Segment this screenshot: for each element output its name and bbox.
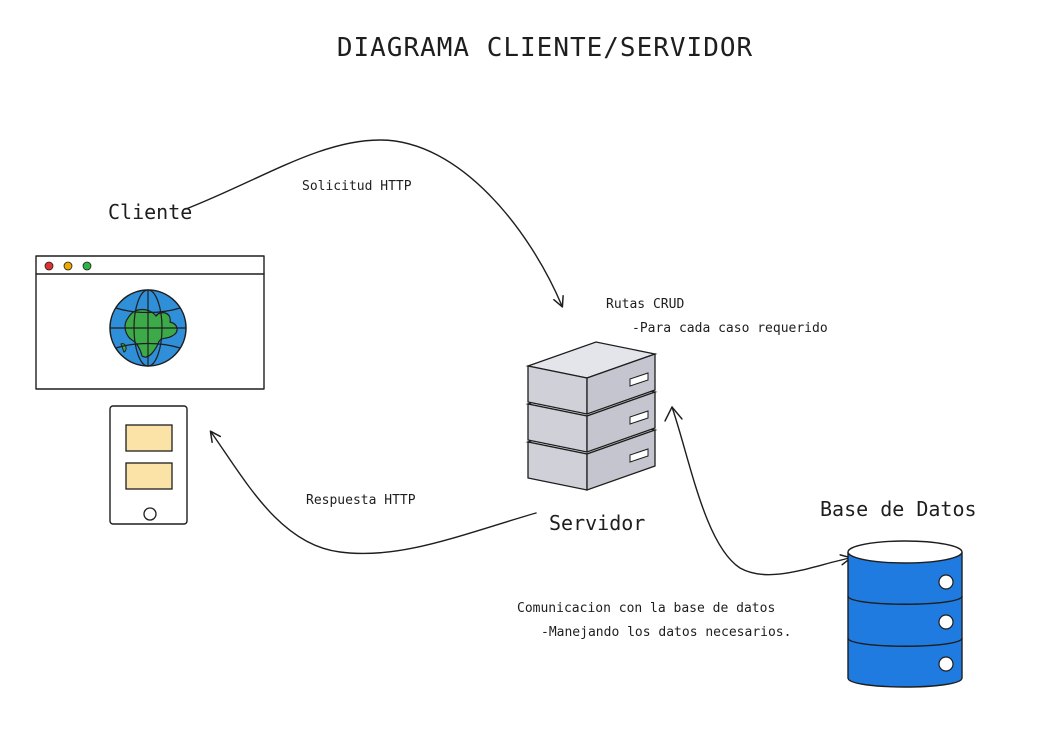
window-minimize-dot bbox=[63, 261, 73, 271]
database-icon bbox=[847, 540, 963, 688]
respuesta-label: Respuesta HTTP bbox=[306, 493, 416, 508]
window-maximize-dot bbox=[82, 261, 92, 271]
diagram-title: DIAGRAMA CLIENTE/SERVIDOR bbox=[337, 33, 753, 63]
servidor-label: Servidor bbox=[549, 511, 645, 535]
server-unit-top bbox=[525, 341, 658, 415]
mobile-card-bottom bbox=[125, 462, 173, 490]
rutas-title: Rutas CRUD bbox=[606, 297, 684, 312]
base-datos-label: Base de Datos bbox=[820, 497, 977, 521]
db-indicator-2 bbox=[938, 614, 954, 630]
db-link-arrowhead-start bbox=[664, 406, 683, 422]
solicitud-label: Solicitud HTTP bbox=[302, 179, 412, 194]
browser-window-icon bbox=[35, 255, 265, 390]
comunicacion-title: Comunicacion con la base de datos bbox=[517, 601, 775, 616]
window-close-dot bbox=[44, 261, 54, 271]
rutas-subtitle: -Para cada caso requerido bbox=[632, 321, 828, 336]
comunicacion-subtitle: -Manejando los datos necesarios. bbox=[541, 625, 791, 640]
mobile-device-icon bbox=[109, 405, 188, 525]
cliente-label: Cliente bbox=[108, 200, 192, 224]
server-stack-icon bbox=[525, 341, 658, 491]
solicitud-arrow bbox=[185, 139, 564, 308]
db-indicator-3 bbox=[938, 656, 954, 672]
mobile-card-top bbox=[125, 424, 173, 452]
respuesta-arrow bbox=[209, 430, 537, 555]
globe-icon bbox=[109, 289, 187, 367]
mobile-home-button bbox=[143, 507, 157, 521]
db-link-arrow bbox=[671, 406, 852, 576]
db-indicator-1 bbox=[938, 574, 954, 590]
